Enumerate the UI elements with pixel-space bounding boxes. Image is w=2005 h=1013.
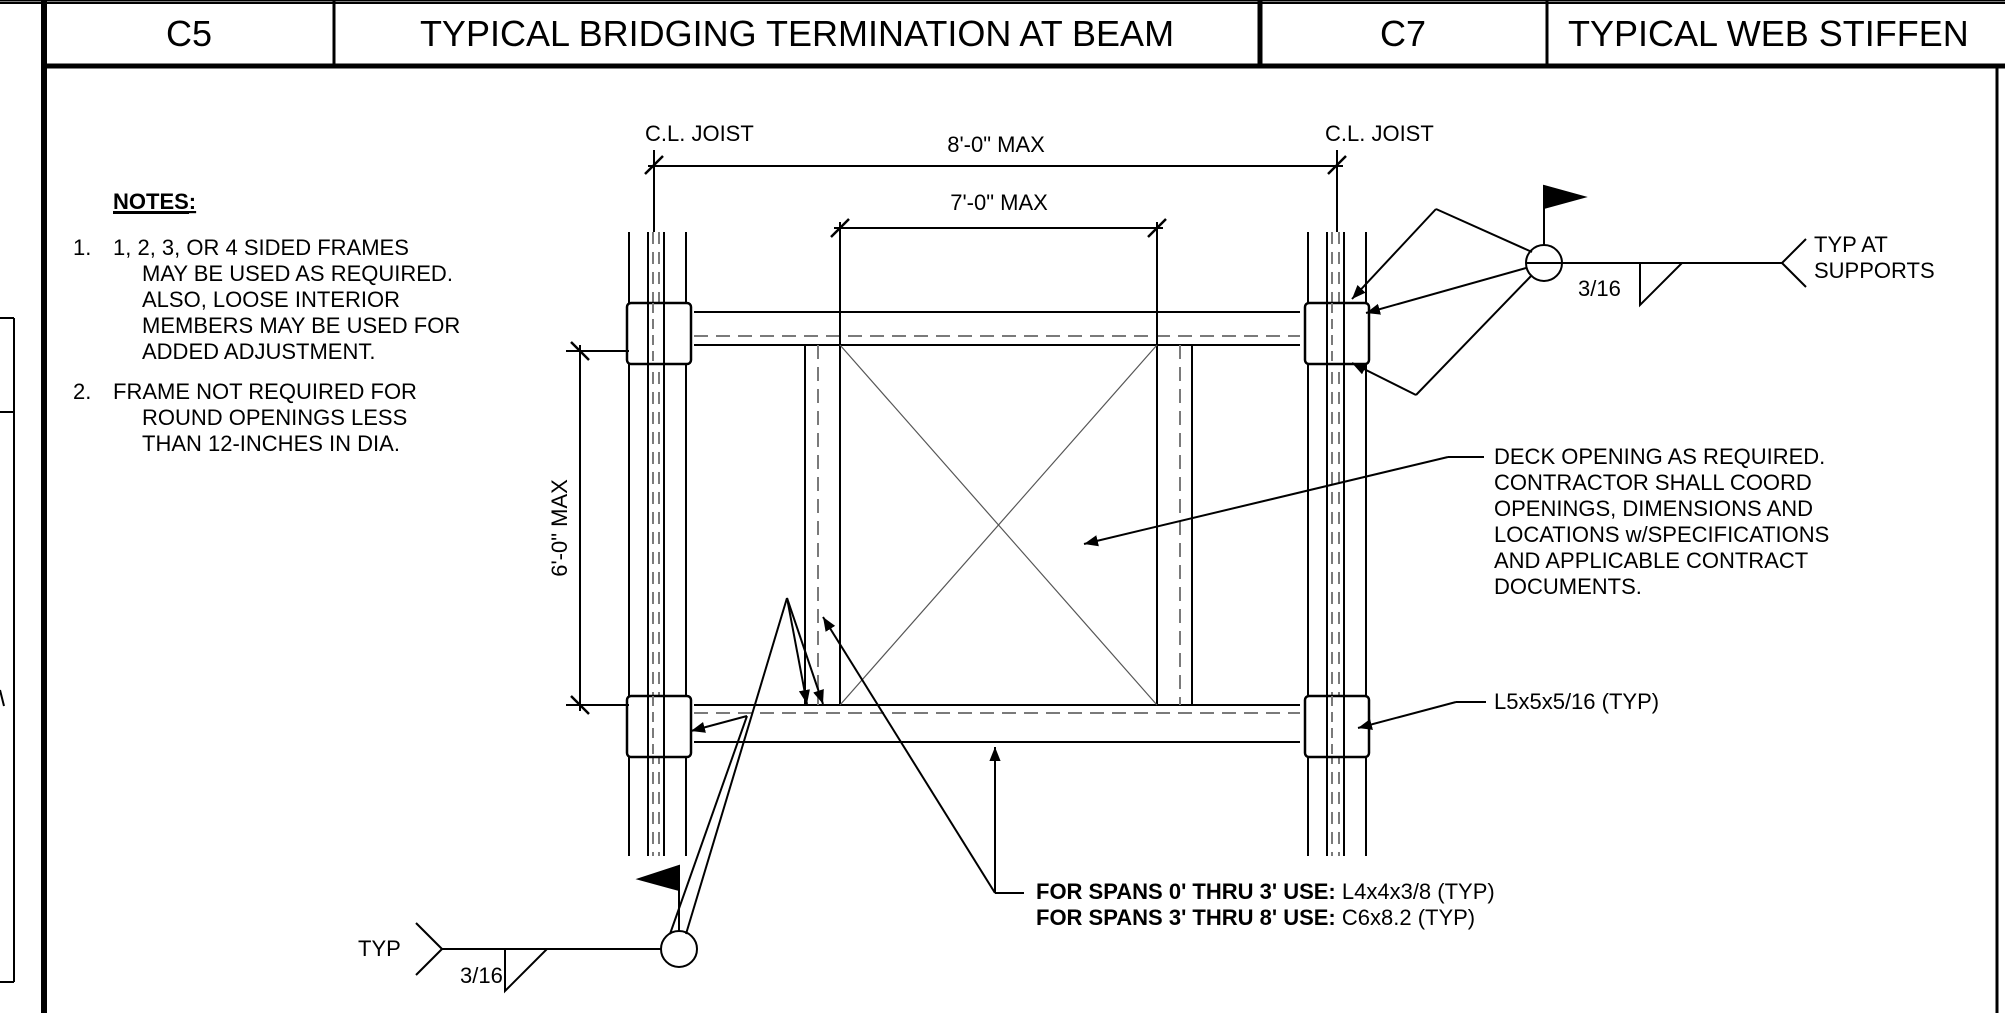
span-callout-2-prefix: FOR SPANS 3' THRU 8' USE: <box>1036 905 1336 930</box>
height-dimension: 6'-0" MAX <box>547 479 572 577</box>
side-frame-members <box>804 345 1193 705</box>
weld-tail-bottom: TYP <box>358 936 401 961</box>
field-weld-flag-bottom <box>635 864 680 892</box>
note-1-line-1: 1, 2, 3, OR 4 SIDED FRAMES <box>113 235 409 260</box>
deck-opening-line-2: CONTRACTOR SHALL COORD <box>1494 470 1812 495</box>
weld-size-top: 3/16 <box>1578 276 1621 301</box>
notes-heading: NOTES: <box>113 189 196 214</box>
weld-tail-top-line-1: TYP AT <box>1814 232 1888 257</box>
adjacent-detail-remnant <box>0 317 15 983</box>
support-angle-plates <box>625 301 1371 759</box>
deck-opening-cross <box>839 344 1158 706</box>
overall-span-dimension: 8'-0" MAX <box>947 132 1045 157</box>
detail-title-right: TYPICAL WEB STIFFEN <box>1568 13 1969 54</box>
deck-opening-line-1: DECK OPENING AS REQUIRED. <box>1494 444 1825 469</box>
note-2-line-2: ROUND OPENINGS LESS <box>142 405 407 430</box>
field-weld-circle-bottom <box>660 930 698 968</box>
deck-opening-line-4: LOCATIONS w/SPECIFICATIONS <box>1494 522 1829 547</box>
detail-code-right: C7 <box>1380 13 1426 54</box>
note-1-line-3: ALSO, LOOSE INTERIOR <box>142 287 400 312</box>
note-1-line-4: MEMBERS MAY BE USED FOR <box>142 313 460 338</box>
weld-symbol-bottom <box>415 597 824 994</box>
dimension-lines <box>566 150 1347 715</box>
top-frame-member <box>694 311 1300 346</box>
note-2-line-3: THAN 12-INCHES IN DIA. <box>142 431 400 456</box>
bottom-frame-member <box>694 704 1300 743</box>
span-callout-2: FOR SPANS 3' THRU 8' USE: C6x8.2 (TYP) <box>1036 905 1475 930</box>
cl-joist-right-label: C.L. JOIST <box>1325 121 1434 146</box>
framing-plan <box>625 232 1371 856</box>
field-weld-flag-top <box>1543 184 1588 210</box>
cl-joist-left-label: C.L. JOIST <box>645 121 754 146</box>
span-callout-2-value: C6x8.2 (TYP) <box>1336 905 1475 930</box>
weld-symbol-top <box>1351 184 1807 396</box>
notes-block: NOTES: 1. 1, 2, 3, OR 4 SIDED FRAMES MAY… <box>73 189 460 456</box>
note-1-line-2: MAY BE USED AS REQUIRED. <box>142 261 453 286</box>
weld-tail-top-line-2: SUPPORTS <box>1814 258 1935 283</box>
note-2-line-1: FRAME NOT REQUIRED FOR <box>113 379 417 404</box>
support-plate-centerlines <box>647 303 1345 757</box>
span-callout-1-value: L4x4x3/8 (TYP) <box>1336 879 1495 904</box>
note-1-number: 1. <box>73 235 91 260</box>
inner-span-dimension: 7'-0" MAX <box>950 190 1048 215</box>
callout-leaders <box>822 456 1486 894</box>
weld-size-bottom: 3/16 <box>460 963 503 988</box>
deck-opening-line-3: OPENINGS, DIMENSIONS AND <box>1494 496 1813 521</box>
detail-code-left: C5 <box>166 13 212 54</box>
deck-opening-line-6: DOCUMENTS. <box>1494 574 1642 599</box>
deck-opening-line-5: AND APPLICABLE CONTRACT <box>1494 548 1808 573</box>
detail-title-left: TYPICAL BRIDGING TERMINATION AT BEAM <box>420 13 1174 54</box>
span-callout-1-prefix: FOR SPANS 0' THRU 3' USE: <box>1036 879 1336 904</box>
angle-member-label: L5x5x5/16 (TYP) <box>1494 689 1659 714</box>
note-2-number: 2. <box>73 379 91 404</box>
note-1-line-5: ADDED ADJUSTMENT. <box>142 339 375 364</box>
span-callout-1: FOR SPANS 0' THRU 3' USE: L4x4x3/8 (TYP) <box>1036 879 1495 904</box>
